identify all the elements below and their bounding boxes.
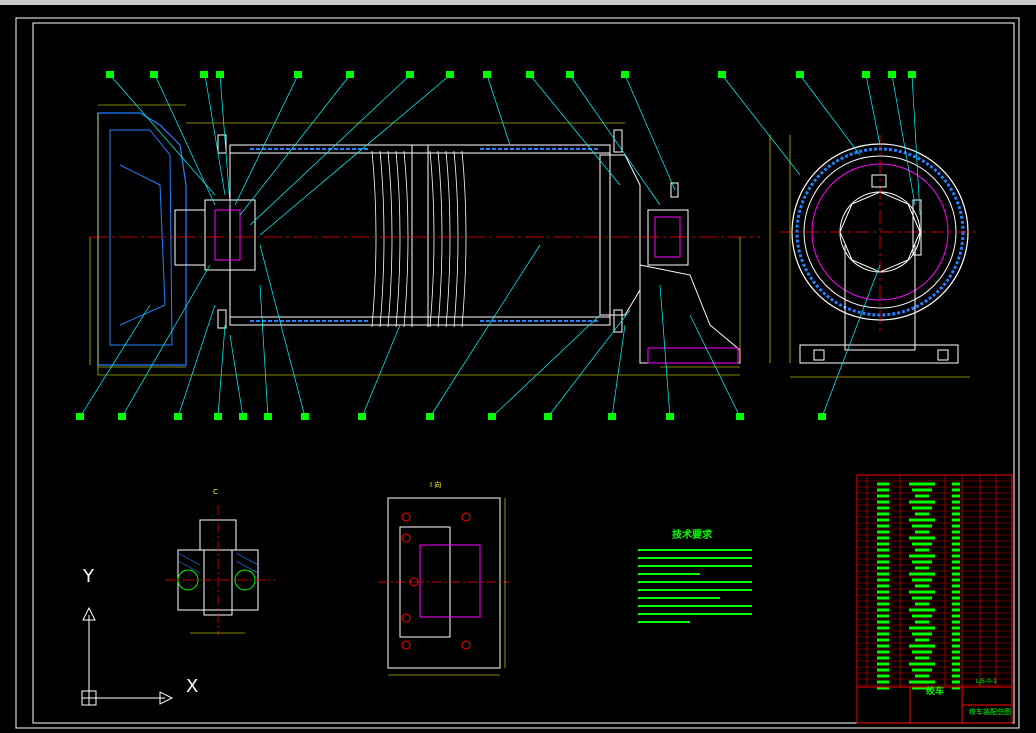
ucs-y-label: Y (83, 566, 94, 587)
main-front-view (89, 104, 760, 376)
view-i-detail (378, 497, 510, 676)
technical-requirements-body (638, 549, 752, 623)
main-dimensions (89, 104, 741, 376)
parts-list (856, 474, 1013, 724)
section-c-label: C (213, 488, 218, 496)
right-flange (599, 154, 641, 316)
rope-top (250, 148, 600, 322)
cad-drawing-canvas[interactable] (0, 5, 1036, 733)
part-balloons (76, 71, 916, 420)
inner-frame (32, 22, 1015, 724)
view-i-label: I 向 (430, 481, 442, 489)
technical-requirements-title: 技术要求 (672, 530, 712, 541)
section-c-detail (165, 505, 275, 635)
outer-frame (15, 17, 1020, 729)
side-view (769, 135, 980, 378)
ucs-x-label: X (186, 676, 199, 697)
ucs-icon (81, 606, 174, 706)
cad-toolbar-strip (0, 0, 1036, 5)
title-block-subtitle: 绞车装配总图 (969, 708, 1011, 716)
title-block-code: LJ5-0-1 (976, 678, 997, 685)
side-base (799, 344, 959, 364)
side-pedestal (844, 245, 916, 351)
right-bearing (647, 209, 689, 266)
title-block-name: 绞车 (926, 687, 945, 697)
drum-body (229, 144, 611, 326)
gearbox-housing (97, 112, 187, 366)
leader-lines (79, 74, 921, 418)
rope-bundle (371, 150, 467, 328)
